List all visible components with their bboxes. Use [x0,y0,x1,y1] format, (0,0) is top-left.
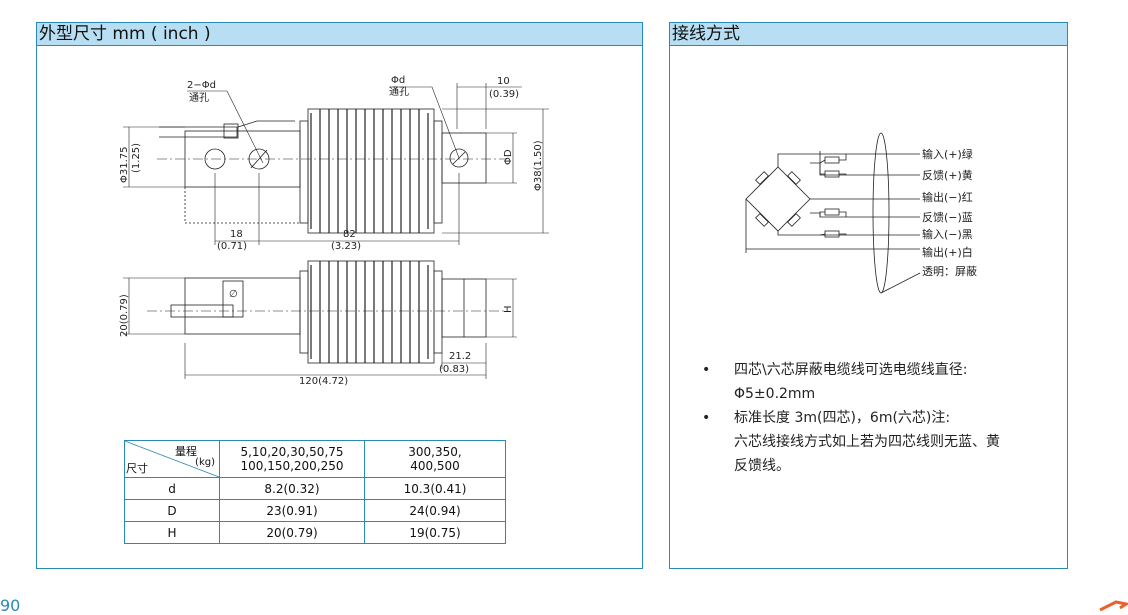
note-cable-diameter: • 四芯\六芯屏蔽电缆线可选电缆线直径: Φ5±0.2mm [702,358,1042,406]
table-row: H 20(0.79) 19(0.75) [124,521,506,544]
table-diagonal-header: 量程 (kg) 尺寸 [124,440,220,478]
wire-red: 输出(−)红 [922,190,973,204]
dim-18-inch: (0.71) [217,241,247,252]
range-unit: (kg) [195,457,215,468]
diagonal-line [124,440,220,478]
dim-82: 82 [343,229,356,240]
dim-82-inch: (3.23) [331,241,361,252]
wiring-panel: 接线方式 输入 [669,22,1068,569]
cable-notes: • 四芯\六芯屏蔽电缆线可选电缆线直径: Φ5±0.2mm • 标准长度 3m(… [702,358,1042,478]
dim-120: 120(4.72) [299,376,348,387]
dim-20: 20(0.79) [119,294,130,337]
hole-callout-through-2: 通孔 [389,86,409,98]
bullet: • [702,410,711,426]
wire-yellow: 反馈(+)黄 [922,168,973,182]
dim-10-inch: (0.39) [489,89,519,100]
page-number: 90 [0,596,21,615]
dim-38: Φ38(1.50) [533,140,544,191]
dim-31-75: Φ31.75 [119,147,130,184]
range-label: 量程 [175,445,197,458]
corner-logo-mark [1099,600,1128,612]
hole-callout-d: Φd [391,75,405,86]
dim-10: 10 [497,76,510,87]
side-view-drawing: ∅ 20(0.79) H 21.2 (0.83) 120(4.72) [119,260,517,387]
spec-table: 量程 (kg) 尺寸 5,10,20,30,50,75 100,150,200,… [124,440,506,544]
dimensions-title: 外型尺寸 mm ( inch ) [37,23,642,46]
dim-d-upper: ΦD [503,149,514,165]
bullet: • [702,362,711,378]
table-col2-header: 300,350, 400,500 [364,440,506,478]
table-col1-header: 5,10,20,30,50,75 100,150,200,250 [219,440,365,478]
note-cable-length: • 标准长度 3m(四芯)，6m(六芯)注: 六芯线接线方式如上若为四芯线则无蓝… [702,406,1042,478]
wire-white: 输出(+)白 [922,245,973,259]
dimensions-panel: 外型尺寸 mm ( inch ) [36,22,643,569]
dim-h: H [503,305,514,313]
size-label: 尺寸 [126,462,148,475]
wire-blue: 反馈(−)蓝 [922,211,973,224]
table-header-row: 量程 (kg) 尺寸 5,10,20,30,50,75 100,150,200,… [124,440,506,478]
wiring-title: 接线方式 [670,23,1067,46]
dim-31-75-inch: (1.25) [131,143,142,173]
table-row: d 8.2(0.32) 10.3(0.41) [124,477,506,500]
phi-mark: ∅ [229,289,238,300]
wiring-diagram: 输入(+)绿 反馈(+)黄 输出(−)红 反馈(−)蓝 输入(−)黑 输出(+)… [745,132,977,294]
hole-callout-2d: 2−Φd [187,80,216,91]
wire-black: 输入(−)黑 [922,227,973,241]
dim-21-2-inch: (0.83) [439,364,469,375]
hole-callout-through-1: 通孔 [189,92,209,104]
table-row: D 23(0.91) 24(0.94) [124,499,506,522]
wire-shield: 透明：屏蔽 [922,265,977,278]
wire-green: 输入(+)绿 [922,147,973,161]
dim-21-2: 21.2 [449,351,471,362]
top-view-drawing: 2−Φd 通孔 Φd 通孔 10 (0.39) Φ31.75 (1.25) ΦD… [119,75,549,252]
dim-18: 18 [230,229,243,240]
